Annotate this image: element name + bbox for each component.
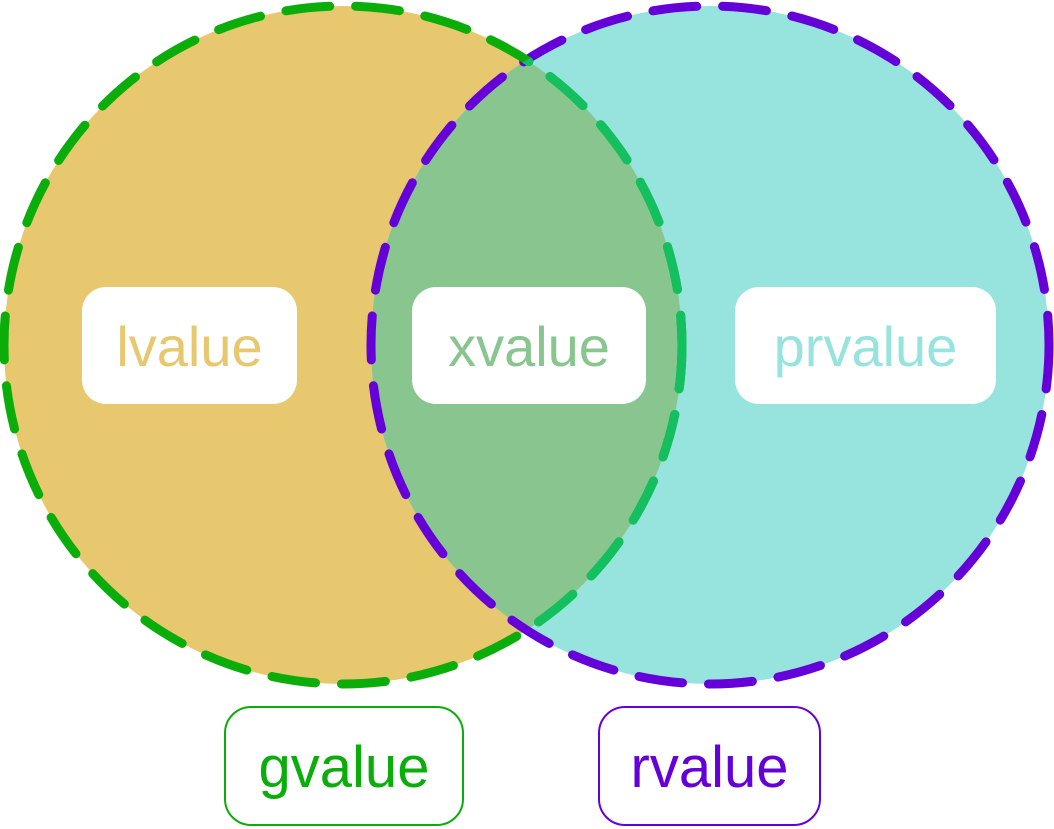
rvalue-circle-outline <box>366 1 1054 689</box>
xvalue-overlap-fill <box>371 6 682 684</box>
lvalue-label-box <box>82 287 297 404</box>
prvalue-label-text: prvalue <box>774 315 958 378</box>
prvalue-label: prvalue <box>735 287 996 404</box>
prvalue-label-box <box>735 287 996 404</box>
rvalue-label-text: rvalue <box>631 735 789 800</box>
xvalue-label-box <box>412 287 646 404</box>
lvalue-label: lvalue <box>82 287 297 404</box>
gvalue-label-box <box>224 706 464 826</box>
gvalue-outline-overlap-segment <box>371 6 687 684</box>
xvalue-label: xvalue <box>412 287 646 404</box>
lvalue-label-text: lvalue <box>116 315 262 378</box>
xvalue-label-text: xvalue <box>448 315 610 378</box>
rvalue-label-box <box>598 706 821 826</box>
rvalue-label: rvalue <box>598 706 821 826</box>
gvalue-label: gvalue <box>224 706 464 826</box>
gvalue-label-text: gvalue <box>259 735 430 800</box>
